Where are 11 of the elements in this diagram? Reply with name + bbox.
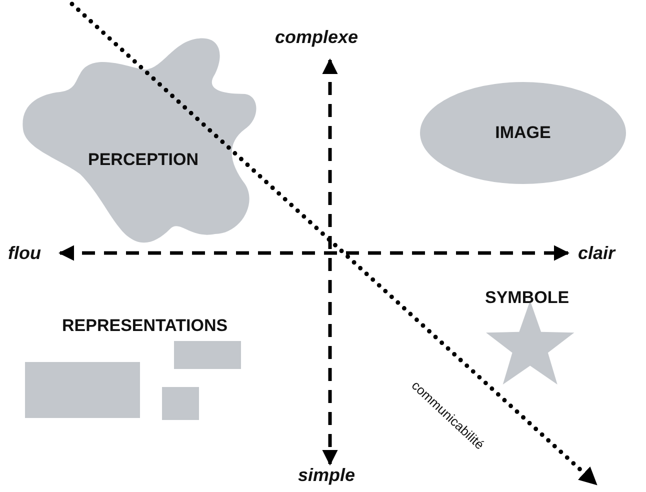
node-label: SYMBOLE xyxy=(485,288,570,308)
axis-label: flou xyxy=(8,242,41,264)
axis-label: simple xyxy=(298,464,356,486)
node-label: REPRESENTATIONS xyxy=(62,316,228,336)
axis-label: complexe xyxy=(275,26,358,48)
rectangle-shape xyxy=(162,387,199,420)
rectangle-shape xyxy=(25,362,140,418)
node-label: IMAGE xyxy=(495,123,551,143)
rectangle-shape xyxy=(174,341,241,369)
node-label: PERCEPTION xyxy=(88,150,199,170)
axis-label: clair xyxy=(578,242,616,264)
